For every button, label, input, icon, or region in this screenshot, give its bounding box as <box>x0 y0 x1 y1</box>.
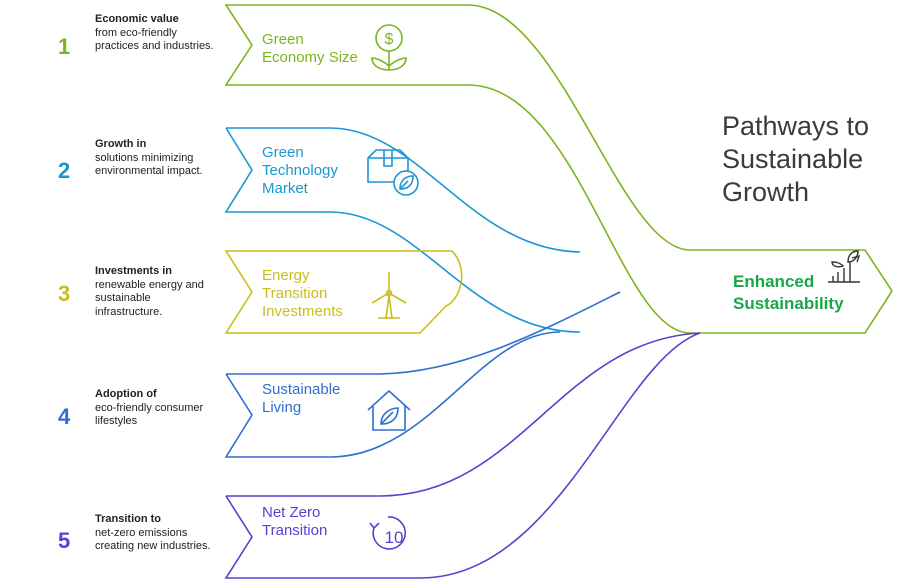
svg-text:10: 10 <box>385 528 404 547</box>
step-description-3: Investments in renewable energy and sust… <box>95 265 215 319</box>
output-label: Enhanced Sustainability <box>733 272 844 313</box>
step-description-1: Economic value from eco-friendly practic… <box>95 13 215 54</box>
flow-shape-5 <box>226 332 701 497</box>
step-desc-rest-2: solutions minimizing environmental impac… <box>95 151 203 178</box>
step-desc-rest-1: from eco-friendly practices and industri… <box>95 26 214 53</box>
step-desc-bold-4: Adoption of <box>95 388 157 400</box>
step-desc-rest-3: renewable energy and sustainable infrast… <box>95 278 204 318</box>
step-description-5: Transition to net-zero emissions creatin… <box>95 513 215 554</box>
growth-plant-icon <box>828 250 861 283</box>
svg-text:$: $ <box>385 31 394 48</box>
eco-box-icon <box>367 149 419 196</box>
wind-turbine-icon <box>371 272 407 319</box>
step-desc-bold-1: Economic value <box>95 13 179 25</box>
diagram-title: Pathways to Sustainable Growth <box>722 111 870 207</box>
step-desc-bold-5: Transition to <box>95 513 161 525</box>
step-description-2: Growth in solutions minimizing environme… <box>95 138 215 179</box>
money-plant-icon: $ <box>371 24 407 71</box>
flow-shape-1 <box>224 4 893 334</box>
step-number-2: 2 <box>58 158 71 183</box>
step-desc-rest-5: net-zero emissions creating new industri… <box>95 526 211 553</box>
eco-house-icon <box>367 389 411 431</box>
step-desc-bold-3: Investments in <box>95 265 173 277</box>
step-number-1: 1 <box>58 34 71 59</box>
flow-shape-5b <box>224 332 701 579</box>
flow-shape-2 <box>226 127 581 253</box>
step-desc-rest-4: eco-friendly consumer lifestyles <box>95 401 204 428</box>
flow-shape-3 <box>224 250 463 334</box>
stage-label-1: Green Economy Size <box>262 31 358 66</box>
stage-label-4: Sustainable Living <box>262 381 341 416</box>
stage-label-3: Energy Transition Investments <box>262 267 343 320</box>
step-desc-bold-2: Growth in <box>95 138 147 150</box>
flow-shape-2b <box>224 127 581 333</box>
flow-shape-4b <box>224 331 561 458</box>
step-number-5: 5 <box>58 528 71 553</box>
countdown-10-icon: 10 <box>369 516 407 550</box>
step-description-4: Adoption of eco-friendly consumer lifest… <box>95 388 215 429</box>
stage-label-5: Net Zero Transition <box>262 504 328 539</box>
stage-label-2: Green Technology Market <box>262 144 338 197</box>
step-number-4: 4 <box>58 404 71 429</box>
flow-shape-4 <box>226 291 621 375</box>
step-number-3: 3 <box>58 281 71 306</box>
